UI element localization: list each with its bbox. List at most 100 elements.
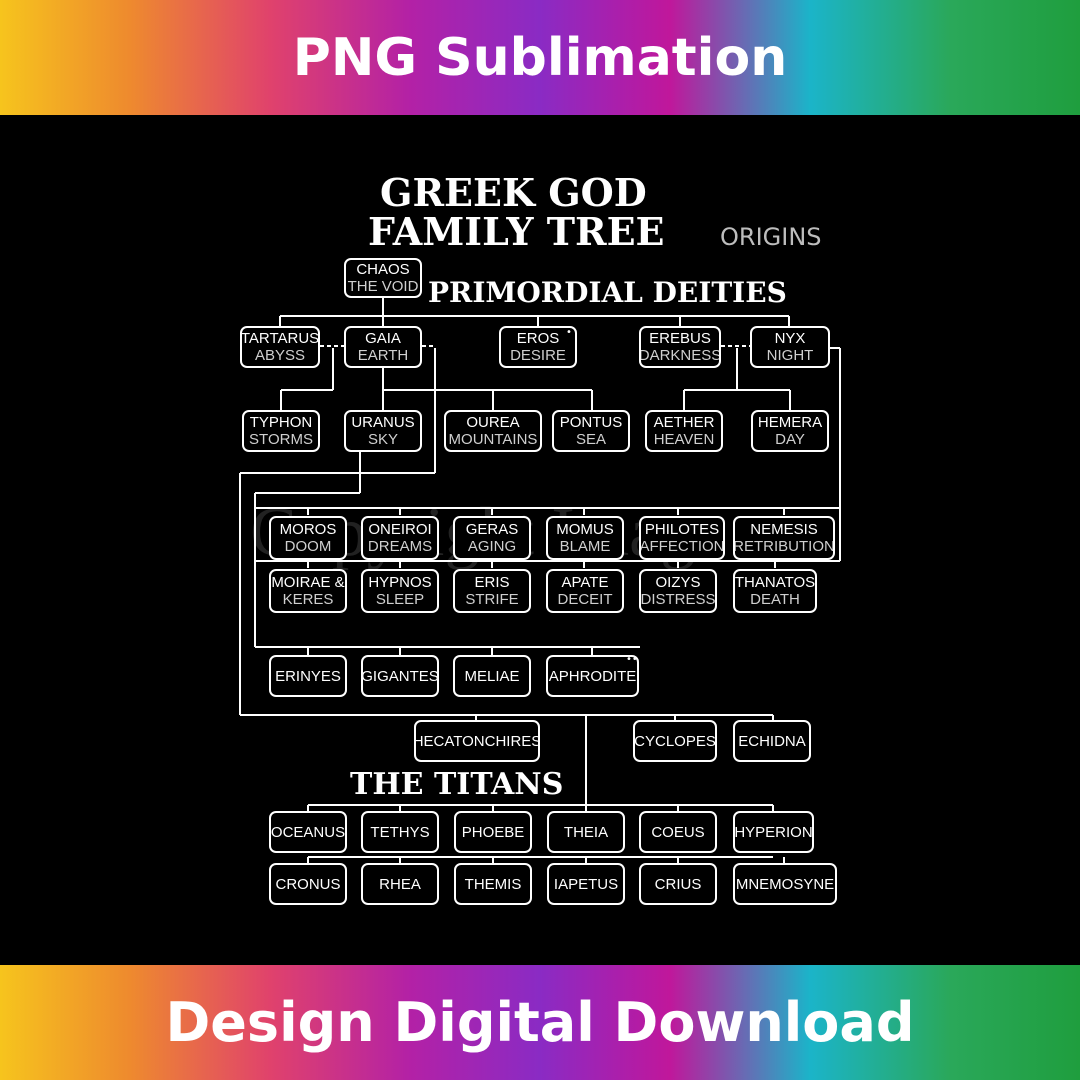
node-pontus: PONTUS SEA — [552, 410, 630, 452]
node-name: PHOEBE — [461, 823, 525, 841]
node-name: APATE — [561, 574, 609, 591]
node-oizys: OIZYS DISTRESS — [639, 569, 717, 613]
tree-connectors — [239, 296, 841, 863]
node-thanatos: THANATOS DEATH — [733, 569, 817, 613]
node-echidna: ECHIDNA — [733, 720, 811, 762]
node-domain: DECEIT — [557, 591, 613, 608]
node-name: GERAS — [465, 521, 519, 538]
node-name: MELIAE — [464, 667, 520, 685]
node-rhea: RHEA — [361, 863, 439, 905]
node-hemera: HEMERA DAY — [751, 410, 829, 452]
node-moirae-keres: MOIRAE & KERES — [269, 569, 347, 613]
node-name: ERINYES — [275, 667, 341, 685]
node-name: URANUS — [351, 414, 415, 431]
node-name: RHEA — [379, 875, 421, 893]
node-name: THEIA — [563, 823, 609, 841]
node-crius: CRIUS — [639, 863, 717, 905]
node-aphrodite: APHRODITE — [546, 655, 639, 697]
node-hyperion: HYPERION — [733, 811, 814, 853]
node-domain: ABYSS — [254, 347, 306, 364]
node-name: MOMUS — [556, 521, 614, 538]
node-name: OCEANUS — [270, 823, 346, 841]
node-name: NYX — [774, 330, 806, 347]
node-name: THEMIS — [464, 875, 522, 893]
section-the-titans: THE TITANS — [350, 767, 564, 802]
node-domain: DEATH — [750, 591, 800, 608]
node-name: HECATONCHIRES — [414, 732, 540, 750]
node-phoebe: PHOEBE — [454, 811, 532, 853]
node-themis: THEMIS — [454, 863, 532, 905]
node-domain: STRIFE — [465, 591, 519, 608]
node-domain: AGING — [467, 538, 517, 555]
node-geras: GERAS AGING — [453, 516, 531, 560]
node-uranus: URANUS SKY — [344, 410, 422, 452]
node-name: HEMERA — [757, 414, 823, 431]
node-cyclopes: CYCLOPES — [633, 720, 717, 762]
node-domain: KERES — [282, 591, 334, 608]
node-hecatonchires: HECATONCHIRES — [414, 720, 540, 762]
node-gaia: GAIA EARTH — [344, 326, 422, 368]
node-domain: NIGHT — [766, 347, 814, 364]
node-name: AETHER — [653, 414, 715, 431]
node-domain: SEA — [575, 431, 606, 448]
node-name: HYPNOS — [368, 574, 432, 591]
node-name: ECHIDNA — [738, 732, 806, 750]
node-iapetus: IAPETUS — [547, 863, 625, 905]
node-name: CYCLOPES — [634, 732, 716, 750]
node-mnemosyne: MNEMOSYNE — [733, 863, 837, 905]
title-line-2: FAMILY TREE — [368, 209, 665, 254]
node-oneiroi: ONEIROI DREAMS — [361, 516, 439, 560]
node-typhon: TYPHON STORMS — [242, 410, 320, 452]
node-gigantes: GIGANTES — [361, 655, 439, 697]
node-domain: SKY — [367, 431, 398, 448]
node-erinyes: ERINYES — [269, 655, 347, 697]
node-name: EREBUS — [649, 330, 711, 347]
title-line-1: GREEK GOD — [380, 170, 647, 215]
node-name: PONTUS — [559, 414, 623, 431]
node-apate: APATE DECEIT — [546, 569, 624, 613]
node-domain: SLEEP — [375, 591, 425, 608]
node-nemesis: NEMESIS RETRIBUTION — [733, 516, 835, 560]
node-domain: DOOM — [284, 538, 332, 555]
node-domain: AFFECTION — [639, 538, 725, 555]
node-philotes: PHILOTES AFFECTION — [639, 516, 725, 560]
node-domain: DESIRE — [510, 347, 566, 364]
node-aether: AETHER HEAVEN — [645, 410, 723, 452]
node-ourea: OUREA MOUNTAINS — [444, 410, 542, 452]
node-hypnos: HYPNOS SLEEP — [361, 569, 439, 613]
node-coeus: COEUS — [639, 811, 717, 853]
section-primordial-deities: PRIMORDIAL DEITIES — [428, 276, 787, 309]
node-name: CRONUS — [275, 875, 341, 893]
node-name: IAPETUS — [553, 875, 619, 893]
node-cronus: CRONUS — [269, 863, 347, 905]
node-meliae: MELIAE — [453, 655, 531, 697]
node-domain: DARKNESS — [639, 347, 721, 364]
node-domain: DAY — [775, 431, 805, 448]
diagram-canvas: Copyright Image — [0, 115, 1080, 965]
node-name: ERIS — [474, 574, 510, 591]
node-name: OUREA — [466, 414, 520, 431]
node-name: NEMESIS — [750, 521, 818, 538]
node-name: GIGANTES — [361, 667, 439, 685]
node-name: OIZYS — [655, 574, 701, 591]
node-theia: THEIA — [547, 811, 625, 853]
node-domain: HEAVEN — [653, 431, 715, 448]
node-name: MNEMOSYNE — [735, 875, 835, 893]
node-name: PHILOTES — [644, 521, 720, 538]
node-name: MOIRAE & — [271, 574, 345, 591]
node-name: COEUS — [651, 823, 705, 841]
node-name: TARTARUS — [240, 330, 320, 347]
node-eris: ERIS STRIFE — [453, 569, 531, 613]
node-name: TYPHON — [249, 414, 313, 431]
node-name: TETHYS — [370, 823, 430, 841]
node-name: GAIA — [365, 330, 401, 347]
node-name: MOROS — [279, 521, 337, 538]
node-domain: THE VOID — [347, 278, 419, 295]
node-oceanus: OCEANUS — [269, 811, 347, 853]
title-subtitle: ORIGINS — [720, 223, 822, 251]
node-moros: MOROS DOOM — [269, 516, 347, 560]
node-domain: STORMS — [249, 431, 313, 448]
dot-mark: •• — [626, 654, 638, 665]
node-nyx: NYX NIGHT — [750, 326, 830, 368]
node-domain: BLAME — [559, 538, 611, 555]
